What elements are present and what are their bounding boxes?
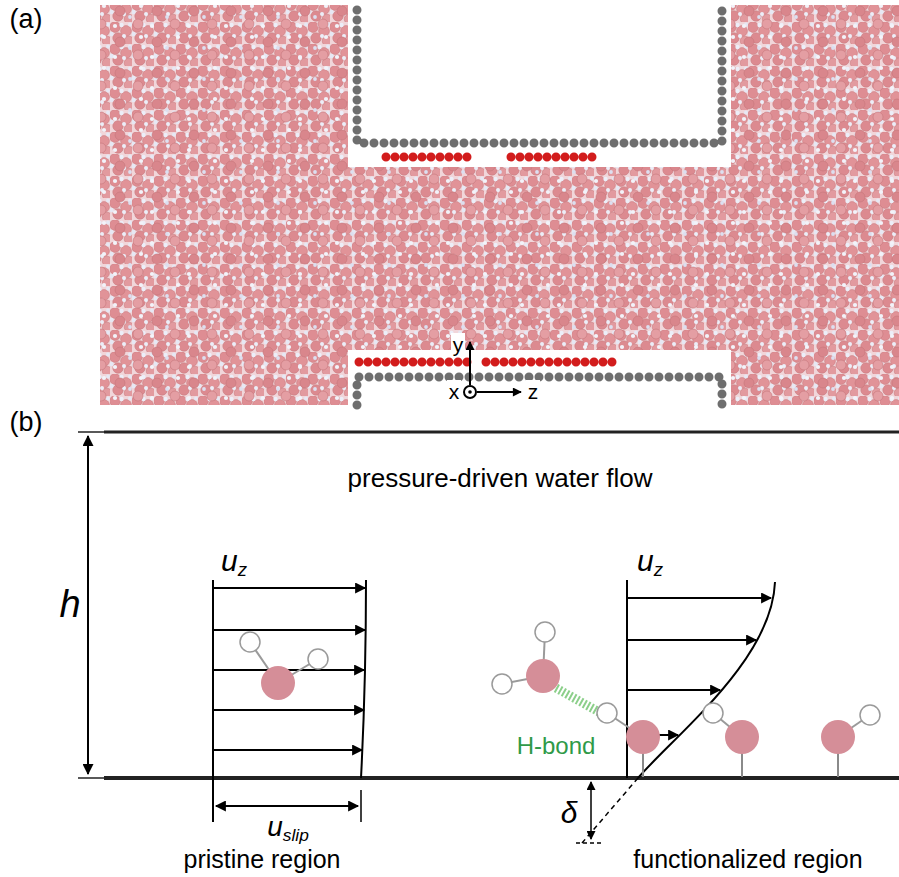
- velocity-profile: [576, 580, 775, 843]
- velocity-profile: [638, 582, 775, 778]
- velocity-profile: [627, 639, 756, 641]
- axis-label: z: [526, 380, 541, 403]
- velocity-profile: [626, 580, 628, 778]
- functional-group: [359, 358, 471, 367]
- channel-wall: [104, 431, 899, 434]
- velocity-profile: [590, 782, 592, 839]
- water-region: [100, 5, 899, 405]
- water-region: [731, 5, 899, 405]
- panel-letter: (b): [10, 408, 43, 438]
- water-molecule: [492, 674, 512, 694]
- water-molecule: [492, 622, 560, 694]
- slip-velocity-symbol: uslip: [267, 812, 309, 845]
- water-molecule: [240, 632, 260, 652]
- water-region: [731, 5, 899, 405]
- functional-group: [486, 358, 621, 367]
- velocity-profile: [213, 749, 362, 751]
- channel-wall: [78, 777, 104, 779]
- functional-group: [386, 153, 476, 162]
- water-molecule: [535, 622, 555, 642]
- axis-triad: [464, 386, 476, 398]
- axis-triad: [469, 342, 471, 385]
- channel-wall: [78, 432, 899, 778]
- axis-triad: [477, 391, 521, 393]
- region-label: functionalized region: [633, 846, 862, 874]
- graphene-wall: [357, 377, 722, 405]
- velocity-profile: [582, 778, 638, 843]
- axis-label: x: [447, 380, 462, 403]
- height-symbol: h: [59, 584, 80, 626]
- height-dimension: [87, 436, 89, 774]
- velocity-profile: [627, 689, 720, 691]
- water-region: [100, 5, 348, 405]
- surface-group: [626, 720, 660, 754]
- water-region: [347, 167, 732, 350]
- water-molecule: [240, 632, 328, 700]
- functional-group: [511, 153, 601, 162]
- surface-group: [821, 720, 855, 754]
- velocity-profile: [361, 580, 366, 778]
- water-molecule: [526, 659, 560, 693]
- water-region: [100, 5, 348, 405]
- axis-label: y: [451, 333, 466, 356]
- flow-title: pressure-driven water flow: [348, 464, 653, 493]
- velocity-profile: [213, 580, 366, 822]
- surface-group: [597, 703, 617, 723]
- velocity-profile: [213, 587, 365, 589]
- water-region: [347, 167, 732, 350]
- velocity-profile: [213, 629, 365, 631]
- axis-triad: [468, 390, 472, 394]
- slip-length-symbol: δ: [561, 796, 578, 829]
- height-dimension: [87, 436, 89, 774]
- velocity-profile: [213, 709, 364, 711]
- h-bond-symbol: [556, 688, 599, 712]
- panel-letter: (a): [10, 5, 43, 35]
- graphene-wall: [357, 10, 722, 405]
- velocity-profile: [216, 805, 358, 807]
- region-label: pristine region: [183, 846, 340, 874]
- velocity-profile: [627, 597, 771, 599]
- channel-wall: [78, 431, 104, 433]
- graphene-wall: [357, 10, 722, 143]
- water-molecule: [308, 649, 328, 669]
- velocity-profile: [576, 842, 604, 844]
- bond-label: H-bond: [517, 733, 596, 759]
- axis-triad: [464, 342, 521, 398]
- velocity-profile: [360, 790, 362, 822]
- water-molecule: [261, 666, 295, 700]
- velocity-symbol: uz: [221, 544, 247, 581]
- surface-group: [597, 703, 880, 777]
- velocity-profile: [212, 580, 214, 822]
- channel-wall: [104, 776, 899, 780]
- surface-group: [725, 720, 759, 754]
- velocity-symbol: uz: [637, 544, 663, 581]
- surface-group: [860, 705, 880, 725]
- h-bond-symbol: [556, 688, 599, 712]
- functional-group: [359, 157, 621, 362]
- surface-group: [703, 703, 723, 723]
